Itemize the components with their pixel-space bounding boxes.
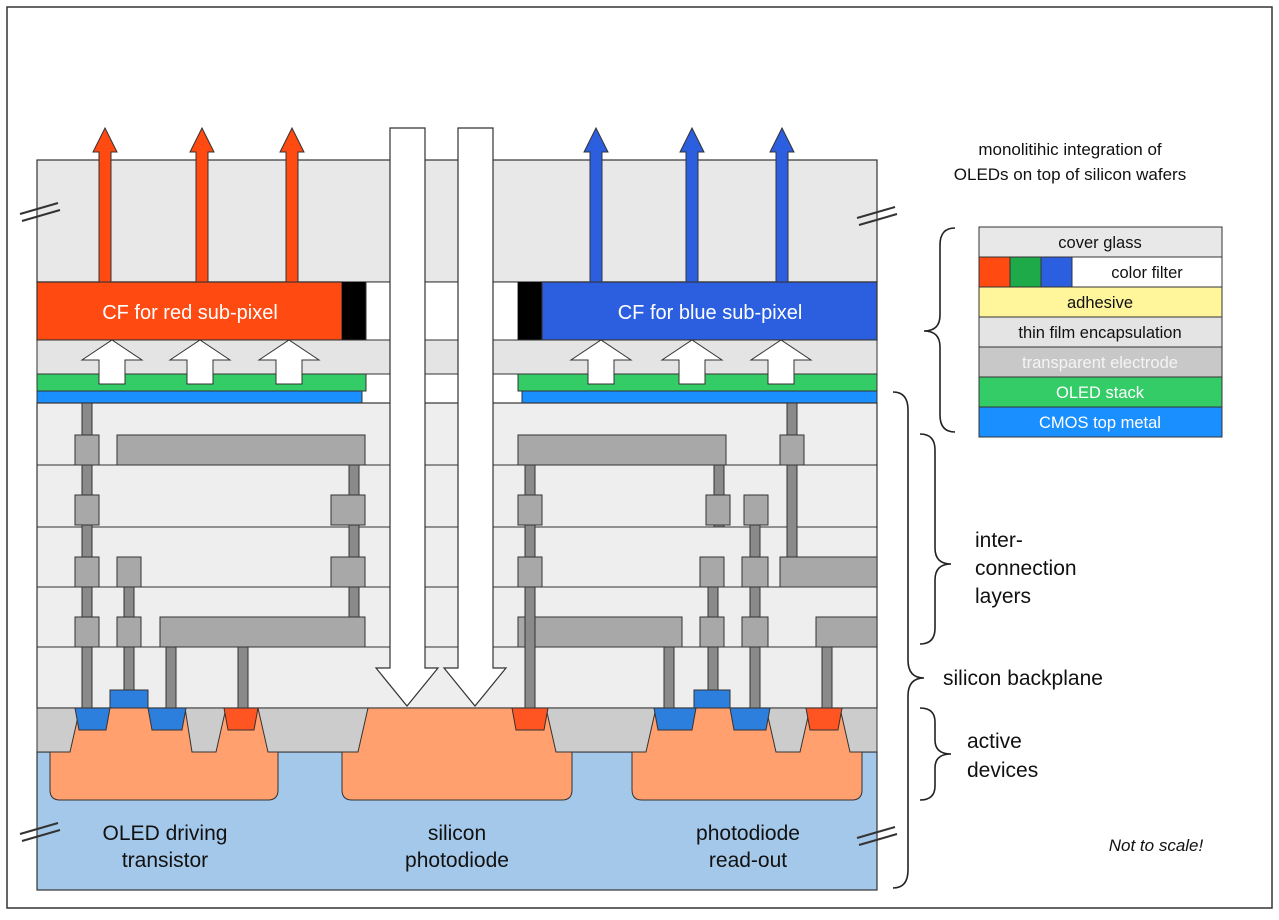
black-matrix-right: [518, 282, 542, 340]
break-marks: [19, 202, 898, 846]
gate-left: [109, 689, 149, 709]
oled-driving-label-1: OLED driving: [103, 822, 228, 845]
p-plus-contact-right: [805, 707, 843, 731]
interconnect-label-1: inter-: [975, 529, 1023, 552]
legend-oled-stack-swatch: [978, 376, 1223, 408]
legend-blue-swatch: [1040, 256, 1073, 288]
via-stems: [81, 402, 833, 709]
silicon-backplane-label: silicon backplane: [943, 667, 1103, 690]
legend-cmos-top-metal-label: CMOS top metal: [1039, 414, 1161, 432]
encapsulation-layer: [36, 339, 878, 375]
p-plus-contact-left: [223, 707, 259, 731]
legend-transparent-electrode-label: transparent electrode: [1022, 354, 1178, 372]
legend-color-filter-swatch: [1071, 256, 1223, 288]
interconnect-label-2: connection: [975, 557, 1077, 580]
legend-tfe-swatch: [978, 316, 1223, 348]
braces: [892, 227, 956, 889]
legend-oled-stack-label: OLED stack: [1056, 384, 1145, 402]
interconnect-label-3: layers: [975, 585, 1031, 608]
silicon-photodiode-label-1: silicon: [428, 822, 486, 845]
active-devices-label-1: active: [967, 730, 1022, 753]
n-plus-source-right: [653, 707, 697, 731]
silicon-photodiode-label-2: photodiode: [405, 849, 509, 872]
incoming-light-arrows: [374, 127, 508, 707]
metal-lines: [116, 434, 878, 648]
gate-right: [693, 689, 731, 709]
legend-red-swatch: [978, 256, 1011, 288]
brace-legend: [923, 227, 956, 433]
oled-emission-arrows: [80, 339, 813, 385]
cover-glass-layer: [36, 159, 878, 283]
legend: [978, 226, 1223, 438]
title-line-2: OLEDs on top of silicon wafers: [954, 165, 1186, 184]
n-plus-drain-right: [729, 707, 771, 731]
not-to-scale-note: Not to scale!: [1109, 836, 1204, 855]
legend-tfe-label: thin film encapsulation: [1018, 324, 1181, 342]
brace-interconnect: [919, 433, 952, 645]
red-light-arrows: [92, 126, 305, 283]
legend-transparent-electrode-swatch: [978, 346, 1223, 378]
active-devices-label-2: devices: [967, 759, 1038, 782]
blue-filter-label: CF for blue sub-pixel: [618, 302, 803, 324]
brace-active-devices: [919, 707, 952, 801]
p-plus-contact-center: [511, 707, 549, 731]
title-line-1: monolitihic integration of: [978, 140, 1162, 159]
legend-cmos-top-metal-swatch: [978, 406, 1223, 438]
sti-trenches: [36, 707, 878, 753]
cmos-top-metal-left: [36, 390, 363, 404]
legend-adhesive-label: adhesive: [1067, 294, 1133, 312]
photodiode-readout-label-1: photodiode: [696, 822, 800, 845]
clear-window: [365, 281, 519, 341]
legend-cover-glass-label: cover glass: [1058, 234, 1141, 252]
red-filter-label: CF for red sub-pixel: [102, 302, 278, 324]
legend-color-filter-label: color filter: [1111, 264, 1183, 282]
photodiode-readout-label-2: read-out: [709, 849, 787, 872]
photodiode-well: [341, 707, 573, 801]
oled-driving-label-2: transistor: [122, 849, 208, 872]
via-pads: [74, 434, 805, 648]
cmos-top-metal-right: [521, 390, 878, 404]
red-color-filter: [36, 281, 343, 341]
blue-light-arrows: [583, 126, 795, 283]
brace-silicon-backplane: [892, 391, 925, 889]
black-matrix-left: [342, 282, 366, 340]
n-plus-drain-left: [147, 707, 187, 731]
legend-green-swatch: [1009, 256, 1042, 288]
legend-adhesive-swatch: [978, 286, 1223, 318]
blue-color-filter: [541, 281, 878, 341]
n-plus-source-left: [74, 707, 111, 731]
